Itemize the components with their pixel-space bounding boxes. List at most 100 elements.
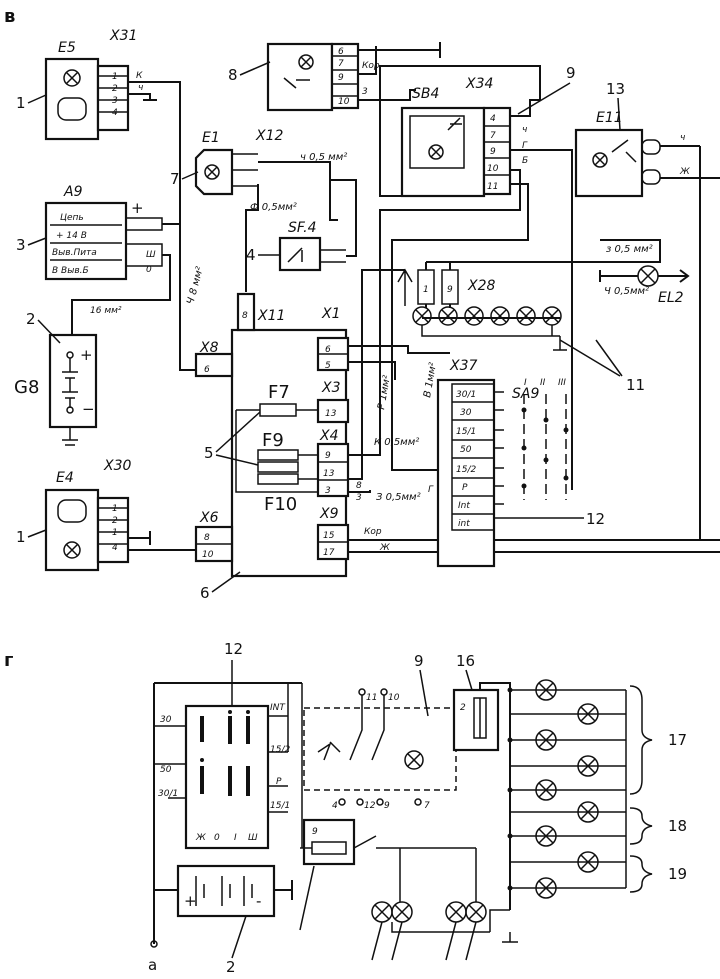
number-11: 11 xyxy=(626,376,645,394)
label-x4: X4 xyxy=(319,428,339,444)
x1-pin-5: 5 xyxy=(325,361,331,371)
sb8-pin-7: 7 xyxy=(338,59,344,69)
a9-zero: 0 xyxy=(146,265,152,275)
number-3: 3 xyxy=(16,236,26,254)
number-8: 8 xyxy=(228,66,238,84)
twin-lamps xyxy=(371,847,518,961)
switch-sb4 xyxy=(400,106,512,198)
x37-pin-int2: int xyxy=(458,519,470,529)
wire-g-x34: Г xyxy=(522,141,528,151)
lamp-e11 xyxy=(574,128,661,198)
x6-pin-10: 10 xyxy=(202,550,214,560)
label-x3: X3 xyxy=(321,380,341,396)
x8-pin-6: 6 xyxy=(204,365,210,375)
wire-r-1mm: Р 1мм² xyxy=(376,374,393,410)
fuse-small xyxy=(300,818,400,866)
a9-row-4: В Выв.Б xyxy=(52,266,89,276)
relay-x37 xyxy=(436,378,504,568)
x4-mid-3: 3 xyxy=(356,493,362,503)
label-f7: F7 xyxy=(268,382,290,403)
wire-zh-e11: Ж xyxy=(679,167,690,177)
relay-pin-int: INT xyxy=(270,703,286,713)
lamp-e1 xyxy=(194,148,258,196)
fuse-small-label: 9 xyxy=(312,827,318,837)
number-13: 13 xyxy=(606,80,625,98)
label-x37: X37 xyxy=(449,358,477,374)
number-7: 7 xyxy=(170,170,180,188)
lamp-block-e4 xyxy=(44,488,130,572)
x1-pin-6: 6 xyxy=(325,345,331,355)
x4-pin-3: 3 xyxy=(325,486,331,496)
wire-zh-mid: Ж xyxy=(379,543,390,553)
x37-pin-50: 50 xyxy=(460,445,472,455)
number-18: 18 xyxy=(668,817,687,835)
number-2-top: 2 xyxy=(26,310,36,328)
block-a9 xyxy=(44,201,163,281)
g8-minus: − xyxy=(82,400,95,418)
x31-pin-4: 4 xyxy=(112,108,118,118)
sa9-pos-1: I xyxy=(524,378,527,388)
g8-plus: + xyxy=(80,346,93,364)
label-e4: E4 xyxy=(56,470,74,486)
wire-16mm: 16 мм² xyxy=(90,306,122,316)
label-a9: A9 xyxy=(63,184,83,200)
label-g8: G8 xyxy=(14,377,39,398)
switch-block-9 xyxy=(303,688,457,806)
label-a: а xyxy=(148,956,157,974)
x34-pin-7: 7 xyxy=(490,131,496,141)
label-e1: E1 xyxy=(202,130,220,146)
battery-g8 xyxy=(48,333,98,446)
main-mounting-block xyxy=(194,292,350,578)
sb8-pin-6: 6 xyxy=(338,47,344,57)
lamp-block-e5 xyxy=(44,57,130,141)
wire-ch-top: ч xyxy=(138,83,143,93)
x4-pin-13: 13 xyxy=(323,469,335,479)
relay-pin-15-1: 15/1 xyxy=(270,801,290,811)
label-sa9: SA9 xyxy=(512,386,539,402)
x34-pin-9: 9 xyxy=(490,147,496,157)
sb8-pin-10: 10 xyxy=(338,97,350,107)
sa9-switch-bars xyxy=(521,394,569,500)
x30-pin-1: 1 xyxy=(112,504,118,514)
sa9-pos-3: III xyxy=(558,378,566,388)
x3-mid-8: 8 xyxy=(356,481,362,491)
wire-k-top: К xyxy=(136,71,143,81)
switch-pin-9: 9 xyxy=(384,801,390,811)
x9-pin-17: 17 xyxy=(323,548,335,558)
switch-sf4 xyxy=(278,236,346,272)
x3-pin-13: 13 xyxy=(325,409,337,419)
x6-pin-8: 8 xyxy=(204,533,210,543)
x9-pin-15: 15 xyxy=(323,531,335,541)
relay-bottom-1: I xyxy=(234,833,237,843)
section-label-b: в xyxy=(4,6,15,27)
switch-pin-11: 11 xyxy=(366,693,377,703)
number-9-top: 9 xyxy=(566,64,576,82)
number-2-bottom: 2 xyxy=(226,958,236,976)
label-x12: X12 xyxy=(255,128,283,144)
label-sf4: SF.4 xyxy=(288,220,317,236)
lamp-row-11 xyxy=(412,306,567,351)
switch-pin-10: 10 xyxy=(388,693,400,703)
sb8-3: 3 xyxy=(362,87,368,97)
wire-f-05: Ф 0,5мм² xyxy=(250,202,297,213)
a9-row-3: Выв.Пита xyxy=(52,248,97,258)
wire-kor-mid: Кор xyxy=(364,527,382,537)
relay-pin-p: Р xyxy=(276,777,282,787)
x11-pin-8: 8 xyxy=(242,311,248,321)
a9-row-2: + 14 В xyxy=(56,231,87,241)
relay-block-12 xyxy=(168,704,288,850)
x34-pin-4: 4 xyxy=(490,114,496,124)
relay-bottom-zh: Ж xyxy=(195,833,206,843)
number-4: 4 xyxy=(246,246,256,264)
label-x1: X1 xyxy=(321,306,341,322)
a9-plus: + xyxy=(131,199,144,217)
wire-ch-05-el2: Ч 0,5мм² xyxy=(604,286,649,297)
wire-v-1mm: В 1мм² xyxy=(422,362,439,399)
label-e5: E5 xyxy=(58,40,76,56)
switch-pin-4: 4 xyxy=(332,801,338,811)
number-6: 6 xyxy=(200,584,210,602)
number-19: 19 xyxy=(668,865,687,883)
number-5: 5 xyxy=(204,444,214,462)
x31-pin-2: 2 xyxy=(112,84,118,94)
